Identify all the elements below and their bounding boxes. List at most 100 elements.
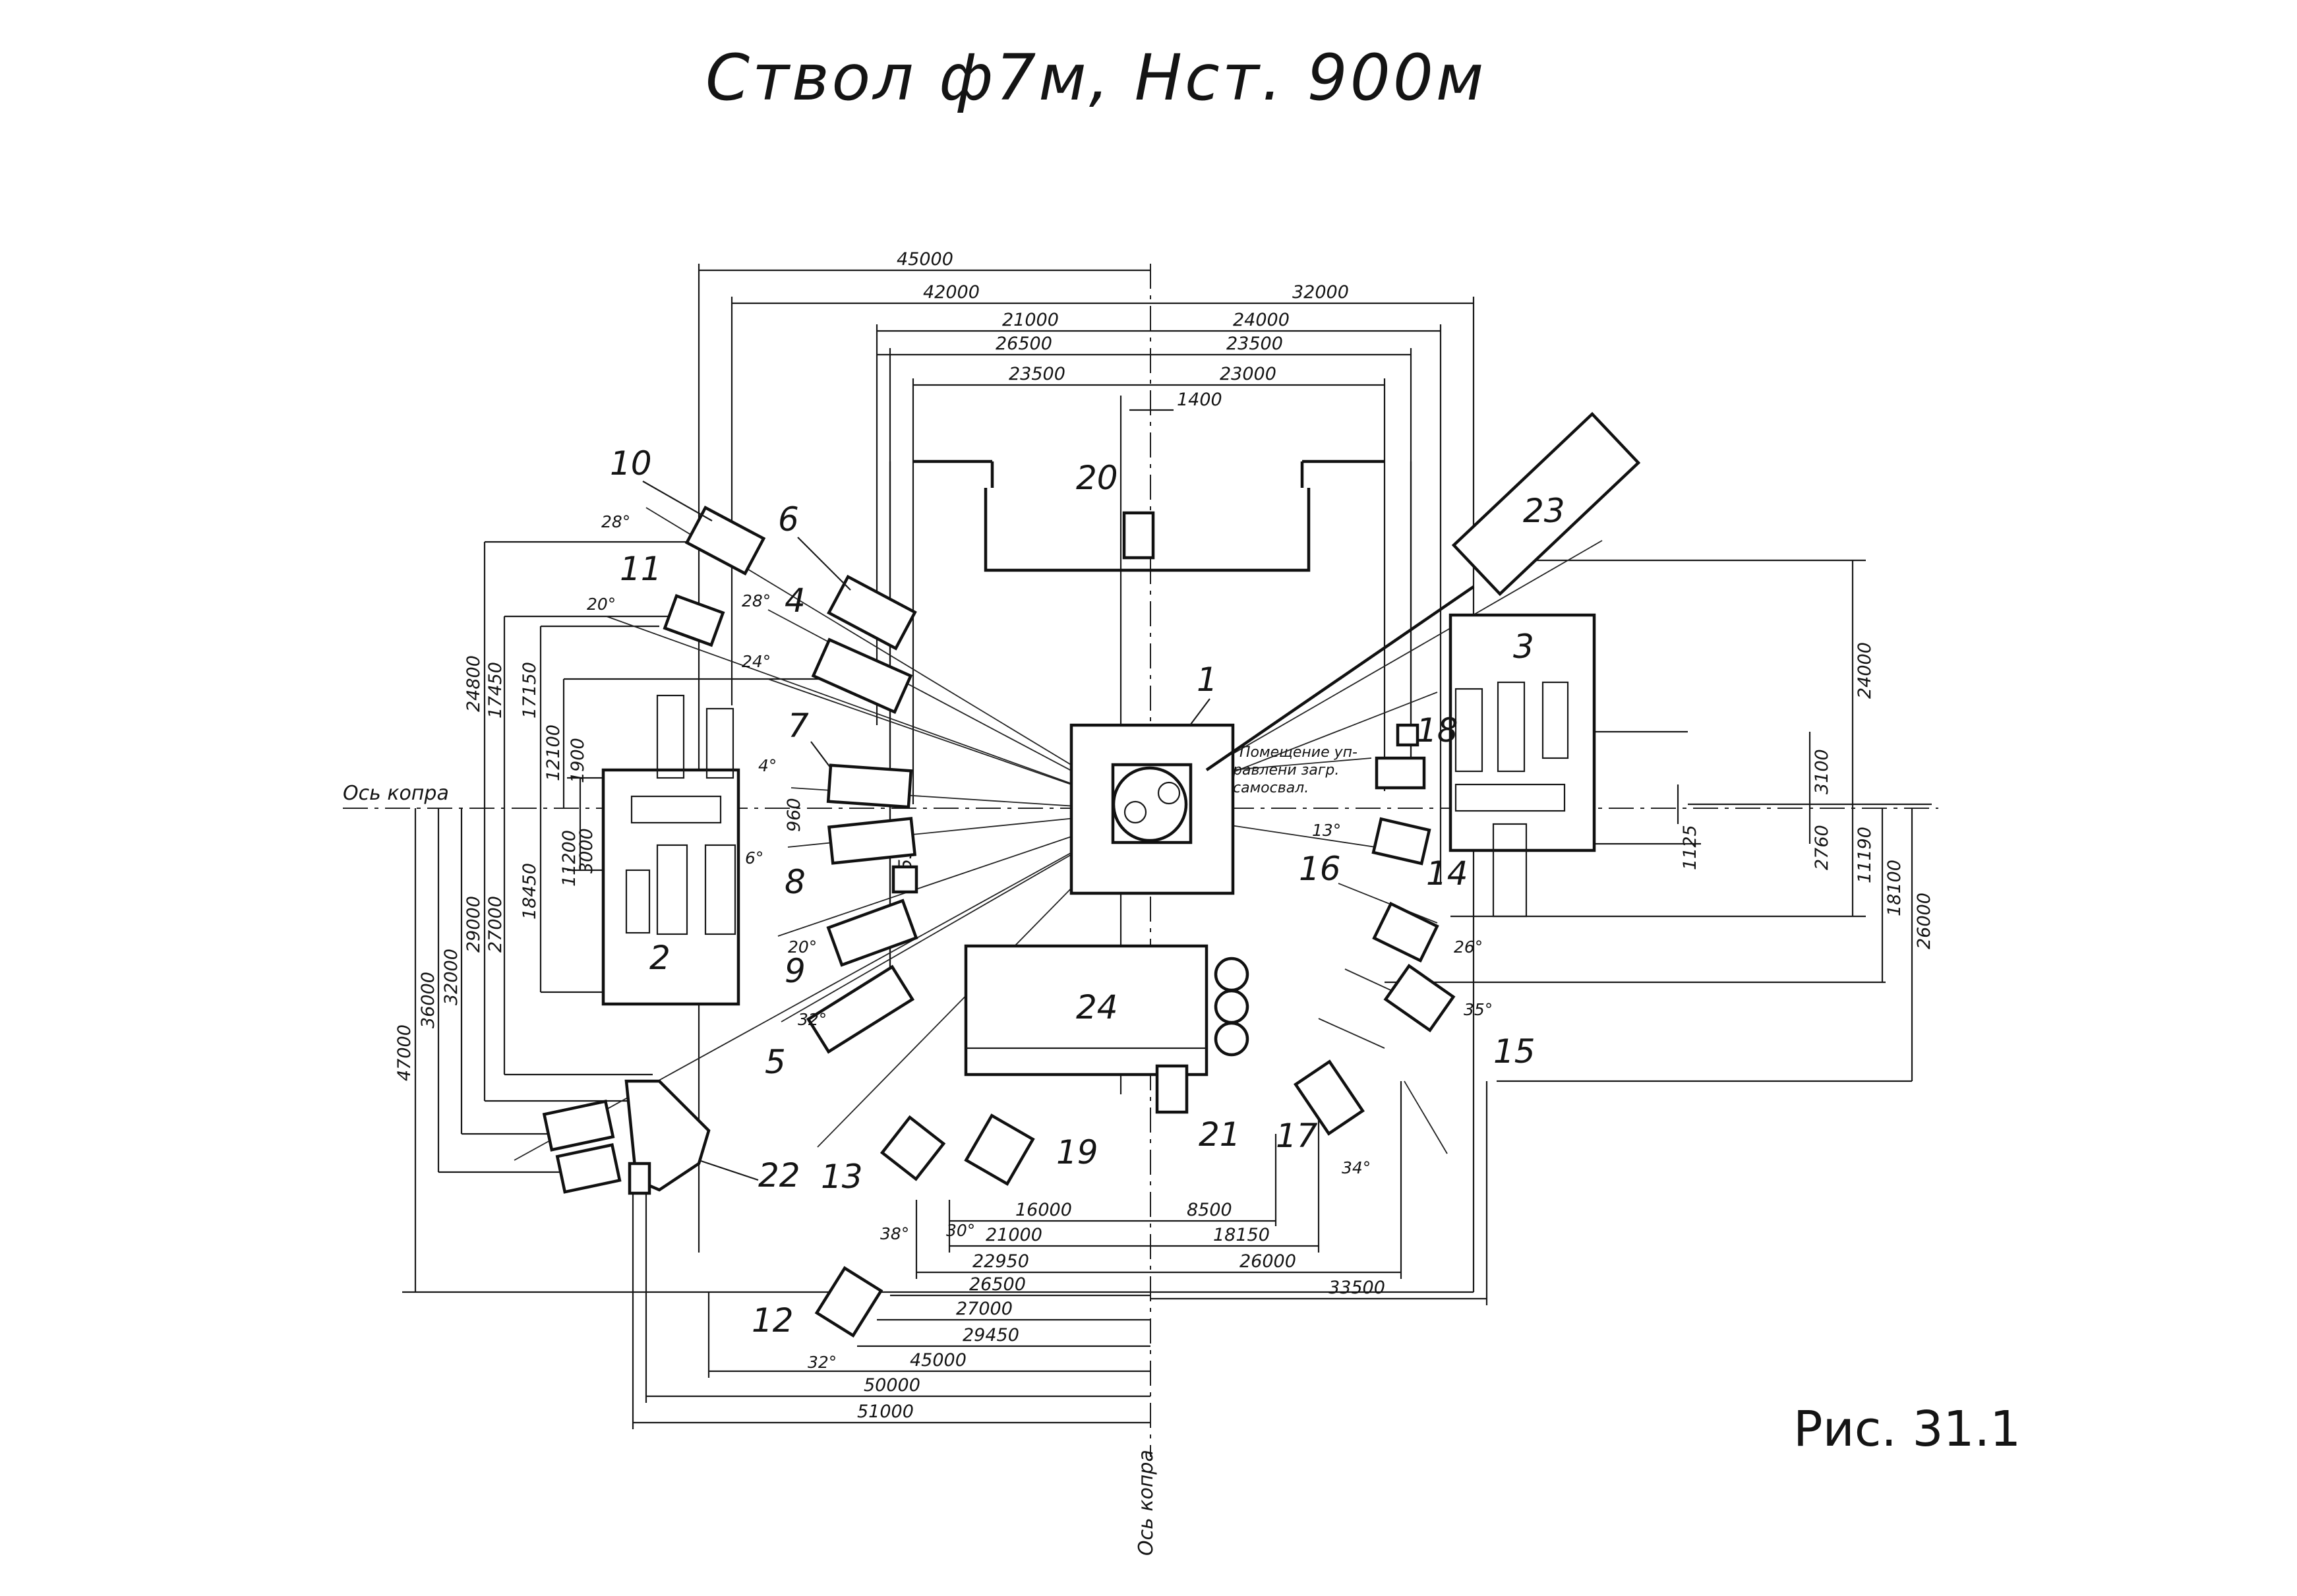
- building-7: [826, 763, 913, 809]
- dim-top-45000: 45000: [897, 249, 953, 270]
- shaft-circle: [1112, 766, 1188, 842]
- dim-bottom-29450: 29450: [963, 1325, 1019, 1345]
- dim-left-27000: 27000: [485, 896, 506, 953]
- building-6: [827, 574, 917, 651]
- label-7: 7: [788, 707, 809, 745]
- conveyor-23: [1205, 585, 1475, 771]
- label-20: 20: [1076, 459, 1118, 497]
- building-4: [811, 637, 913, 715]
- dim-bottom-16000: 16000: [1015, 1200, 1072, 1220]
- building-22: [542, 1079, 711, 1195]
- label-17: 17: [1276, 1117, 1318, 1155]
- label-24: 24: [1076, 988, 1118, 1026]
- dim-left-12100: 12100: [543, 724, 564, 781]
- label-10: 10: [610, 444, 652, 483]
- tank-1: [1214, 957, 1249, 992]
- building-20: [984, 488, 1311, 572]
- dim-left-17150: 17150: [520, 662, 540, 719]
- dim-top-42000: 42000: [923, 282, 980, 303]
- building-2-cell: [705, 707, 734, 779]
- building-17: [1294, 1059, 1365, 1136]
- vertical-axis-label: Ось копра: [1135, 1450, 1158, 1556]
- bottom-dimension-lines: [632, 1081, 1488, 1429]
- building-12: [814, 1266, 883, 1338]
- drawing-title: Ствол ф7м, Нст. 900м: [705, 41, 1487, 115]
- dim-right-26000: 26000: [1914, 893, 1934, 949]
- dim-bottom-50000: 50000: [864, 1375, 920, 1396]
- dim-right-11190: 11190: [1855, 827, 1875, 883]
- dim-left-47000: 47000: [394, 1024, 415, 1081]
- building-21: [1155, 1064, 1189, 1114]
- label-16: 16: [1299, 850, 1341, 888]
- dim-bottom-51000: 51000: [857, 1402, 914, 1422]
- dim-right-24000: 24000: [1855, 642, 1875, 699]
- angle-12: 32°: [808, 1353, 837, 1372]
- dim-bottom-22950: 22950: [972, 1251, 1029, 1272]
- building-2-cell: [656, 844, 688, 935]
- label-5: 5: [765, 1043, 786, 1081]
- label-1: 1: [1197, 661, 1218, 699]
- building-18: [1375, 756, 1426, 790]
- building-3-cell: [1492, 823, 1528, 918]
- dim-bottom-26000: 26000: [1239, 1251, 1296, 1272]
- angle-15: 35°: [1464, 1000, 1493, 1019]
- label-23: 23: [1523, 492, 1565, 530]
- tank-2: [1214, 989, 1249, 1024]
- dim-bottom-45000: 45000: [910, 1350, 967, 1371]
- label-19: 19: [1056, 1133, 1098, 1171]
- dim-left-1900: 1900: [568, 738, 588, 783]
- building-3-cell: [1454, 783, 1566, 812]
- angle-4: 24°: [742, 652, 771, 671]
- dim-left-18450: 18450: [520, 863, 540, 920]
- label-4: 4: [785, 581, 806, 620]
- label-18: 18: [1416, 711, 1458, 750]
- angle-9: 20°: [788, 937, 817, 957]
- dim-right-1125: 1125: [1680, 825, 1700, 870]
- room-note-line-1: Помещение уп-: [1239, 744, 1357, 761]
- dim-top-23500-right: 23500: [1226, 334, 1283, 354]
- dim-left-24800: 24800: [463, 655, 484, 712]
- dim-bottom-18150: 18150: [1213, 1225, 1270, 1245]
- label-2: 2: [649, 939, 671, 977]
- top-dimension-lines: [698, 264, 1475, 1292]
- dim-left-960: 960: [784, 798, 804, 832]
- dim-top-26500: 26500: [996, 334, 1052, 354]
- skip-circle-right: [1157, 781, 1181, 805]
- dim-top-21000: 21000: [1002, 310, 1059, 330]
- room-note-line-3: самосвал.: [1233, 780, 1309, 796]
- building-5: [806, 964, 915, 1054]
- dim-top-32000: 32000: [1292, 282, 1349, 303]
- left-dimension-lines: [402, 541, 1474, 1293]
- building-13: [880, 1115, 946, 1181]
- dim-top-23000: 23000: [1220, 364, 1276, 384]
- dim-bottom-26500: 26500: [969, 1274, 1026, 1295]
- building-14: [1372, 901, 1439, 963]
- label-14: 14: [1426, 854, 1468, 893]
- label-8: 8: [785, 863, 806, 901]
- building-2-cell: [625, 869, 651, 934]
- label-21: 21: [1199, 1115, 1241, 1154]
- dim-top-24000: 24000: [1233, 310, 1290, 330]
- angle-17: 34°: [1342, 1158, 1371, 1177]
- angle-13: 38°: [880, 1224, 909, 1243]
- angle-19: 30°: [946, 1221, 975, 1240]
- dim-bottom-33500: 33500: [1328, 1278, 1385, 1298]
- building-10: [684, 505, 766, 576]
- label-13: 13: [821, 1158, 863, 1196]
- dim-left-3000: 3000: [576, 828, 597, 873]
- room-note-line-2: равлени загр.: [1232, 762, 1339, 779]
- dim-bottom-27000: 27000: [956, 1299, 1013, 1319]
- building-2-cell: [630, 795, 722, 824]
- angle-5: 32°: [798, 1010, 827, 1029]
- tank-3: [1214, 1021, 1249, 1057]
- angle-16: 13°: [1312, 821, 1341, 840]
- building-9: [826, 899, 918, 967]
- dim-right-2760: 2760: [1812, 825, 1832, 870]
- building-23: [1451, 411, 1641, 597]
- label-11: 11: [620, 550, 662, 588]
- label-9: 9: [785, 952, 806, 990]
- dim-bottom-8500: 8500: [1187, 1200, 1232, 1220]
- dim-left-36000: 36000: [418, 972, 438, 1028]
- dim-top-1400: 1400: [1177, 390, 1222, 410]
